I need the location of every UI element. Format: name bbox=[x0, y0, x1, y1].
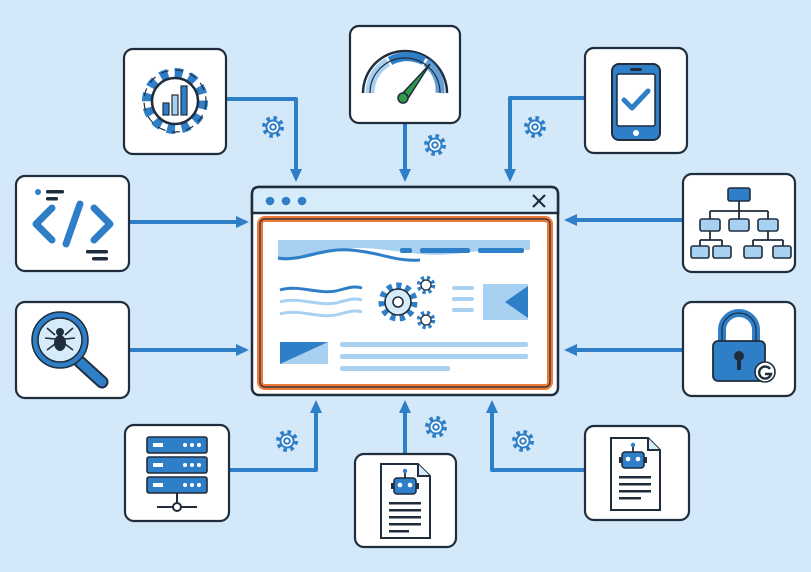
window-dot-icon bbox=[297, 196, 307, 206]
card-sitemap bbox=[681, 172, 797, 274]
card-mobile-check bbox=[583, 46, 689, 155]
play-shape-icon bbox=[483, 284, 528, 320]
card-crawler-search bbox=[14, 300, 131, 400]
arrow-robot-doc-2 bbox=[486, 400, 585, 472]
small-gear-icon bbox=[279, 433, 296, 450]
card-robot-doc-2 bbox=[583, 424, 691, 522]
window-dot-icon bbox=[281, 196, 291, 206]
text-lines-icon bbox=[452, 286, 474, 312]
server-icon bbox=[146, 436, 208, 512]
card-server bbox=[123, 423, 231, 523]
text-lines-icon bbox=[340, 342, 528, 371]
small-gear-icon bbox=[527, 119, 544, 136]
spider-magnifier-icon bbox=[31, 311, 109, 389]
card-code bbox=[14, 174, 131, 273]
arrow-server bbox=[229, 400, 322, 472]
mobile-check-icon bbox=[611, 63, 661, 141]
sitemap-icon bbox=[690, 187, 792, 259]
image-block-icon bbox=[280, 342, 328, 364]
robot-document-icon bbox=[380, 463, 431, 539]
arrow-gear-chart bbox=[226, 97, 302, 182]
window-dot-icon bbox=[265, 196, 275, 206]
wave-lines-icon bbox=[279, 285, 363, 318]
card-secure-lock bbox=[681, 300, 797, 398]
connector-arrows bbox=[129, 96, 683, 472]
close-icon bbox=[532, 194, 546, 208]
small-gear-icon bbox=[427, 137, 444, 154]
speed-gauge-icon bbox=[361, 49, 449, 104]
card-gear-chart bbox=[122, 47, 228, 156]
arrow-mobile-check bbox=[504, 96, 585, 182]
window-title-bar bbox=[250, 185, 560, 215]
gear-chart-icon bbox=[142, 68, 208, 134]
lock-icon bbox=[712, 309, 776, 383]
code-icon bbox=[32, 189, 114, 261]
card-robot-doc bbox=[353, 452, 458, 549]
central-browser-window bbox=[250, 185, 560, 397]
spider-icon bbox=[44, 327, 76, 351]
small-gear-icon bbox=[515, 433, 532, 450]
robot-document-icon bbox=[610, 437, 661, 511]
small-gear-icon bbox=[428, 419, 445, 436]
small-gear-icon bbox=[265, 119, 282, 136]
wave-header-icon bbox=[277, 240, 530, 262]
gear-cluster-icon bbox=[378, 275, 436, 330]
card-speed-gauge bbox=[348, 24, 462, 125]
